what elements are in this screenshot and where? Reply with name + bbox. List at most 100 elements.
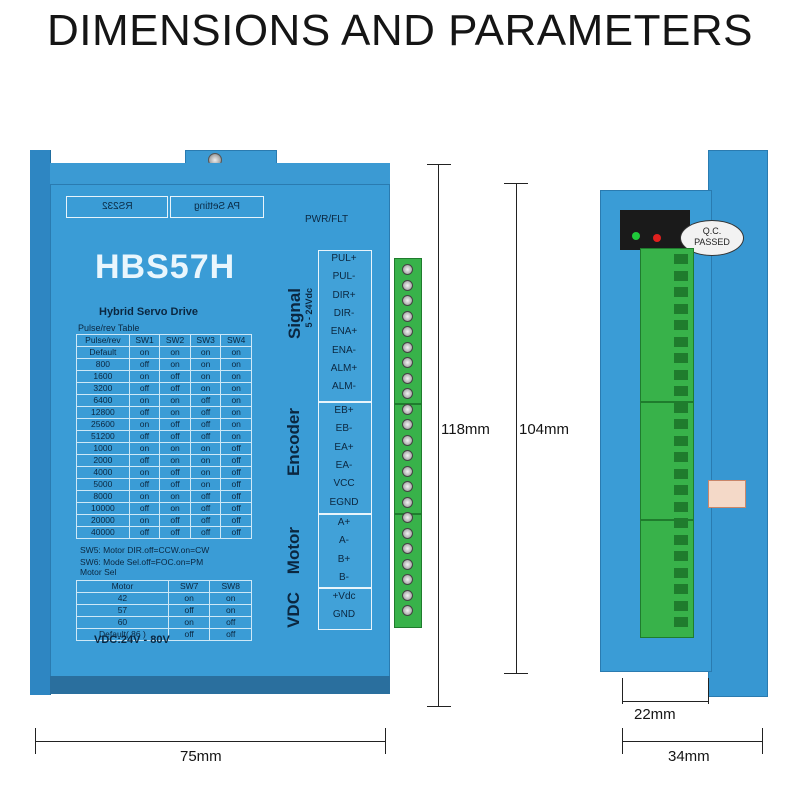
terminal-slot [674, 270, 688, 281]
terminal-slot [674, 452, 688, 462]
table-cell: 1600 [76, 370, 130, 383]
terminal-screw [402, 295, 413, 306]
bottom-strip [50, 676, 390, 694]
table-cell: off [220, 466, 252, 479]
pin-label: DIR- [333, 307, 355, 319]
inner-depth-label: 22mm [634, 706, 676, 723]
table-cell: on [220, 430, 252, 443]
pin-label: EA+ [334, 441, 354, 453]
table-cell: off [159, 478, 191, 491]
table-cell: off [159, 526, 191, 539]
table-cell: on [220, 346, 252, 359]
terminal-screw [402, 496, 413, 508]
table-cell: on [128, 394, 161, 407]
terminal-screw [402, 341, 413, 353]
table-cell: off [220, 526, 252, 539]
table-cell: on [189, 358, 222, 371]
terminal-slot [674, 303, 688, 314]
width-dimension-tick [35, 728, 36, 754]
table-cell: on [220, 382, 252, 395]
table-cell: on [167, 616, 211, 629]
width-dimension-label: 75mm [180, 748, 222, 765]
table-cell: off [128, 478, 161, 491]
terminal-screw [402, 310, 413, 322]
pin-label: DIR+ [332, 289, 356, 301]
top-flange [50, 163, 390, 186]
terminal-slot [674, 254, 688, 264]
table-cell: on [159, 394, 191, 407]
pin-label: B+ [337, 553, 351, 565]
terminal-screw [402, 481, 413, 492]
outer-height-label: 118mm [441, 421, 490, 438]
table-cell: off [189, 490, 222, 503]
pin-label: B- [339, 571, 349, 583]
table-cell: on [167, 592, 211, 605]
pin-label: VCC [333, 478, 355, 490]
terminal-slot [674, 435, 688, 446]
table-cell: on [189, 466, 222, 479]
pa-setting-label: PA Setting [170, 196, 264, 218]
table-cell: on [159, 406, 191, 419]
inner-depth-line [622, 701, 708, 702]
table-cell: off [209, 628, 252, 641]
table-cell: 2000 [76, 454, 130, 467]
pin-label: EGND [329, 496, 359, 508]
table-cell: off [209, 616, 252, 629]
terminal-screw [402, 450, 413, 461]
pin-label: A+ [337, 517, 351, 528]
terminal-screw [402, 512, 413, 523]
terminal-screw [402, 465, 413, 477]
pin-label: EA- [335, 459, 353, 471]
terminal-screw [402, 357, 413, 368]
note-sw5: SW5: Motor DIR.off=CCW.on=CW [80, 545, 210, 555]
encoder-pin-panel [318, 402, 372, 514]
table-cell: 60 [76, 616, 169, 629]
pin-label: ALM+ [330, 362, 358, 374]
table-cell: off [128, 406, 161, 419]
table-cell: on [209, 604, 252, 617]
table-cell: off [128, 454, 161, 467]
terminal-screw [402, 589, 413, 601]
outer-height-line [438, 164, 439, 706]
inner-height-tick [504, 183, 528, 184]
table-cell: off [189, 430, 222, 443]
table-cell: on [128, 346, 161, 359]
table-cell: off [159, 466, 191, 479]
terminal-screw [402, 279, 413, 291]
terminal-screw [402, 264, 413, 275]
table-cell: off [189, 418, 222, 431]
table-cell: off [159, 514, 191, 527]
terminal-screw [402, 326, 413, 337]
pin-label: PUL+ [331, 253, 357, 264]
table-cell: on [128, 466, 161, 479]
left-flange [30, 150, 51, 695]
table-cell: off [159, 430, 191, 443]
inner-height-line [516, 183, 517, 673]
table-cell: off [189, 526, 222, 539]
serial-sticker [708, 480, 746, 508]
table-cell: on [209, 592, 252, 605]
table-cell: on [220, 370, 252, 383]
table-cell: off [128, 502, 161, 515]
table-cell: on [189, 382, 222, 395]
terminal-slot [674, 518, 688, 528]
terminal-screw [402, 558, 413, 570]
inner-depth-tick [708, 678, 709, 704]
terminal-slot [674, 320, 688, 330]
terminal-slot [674, 567, 688, 578]
rs232-port-label: RS232 [66, 196, 168, 218]
pin-label: PUL- [332, 271, 356, 283]
table-cell: off [220, 442, 252, 455]
width-dimension-tick [385, 728, 386, 754]
